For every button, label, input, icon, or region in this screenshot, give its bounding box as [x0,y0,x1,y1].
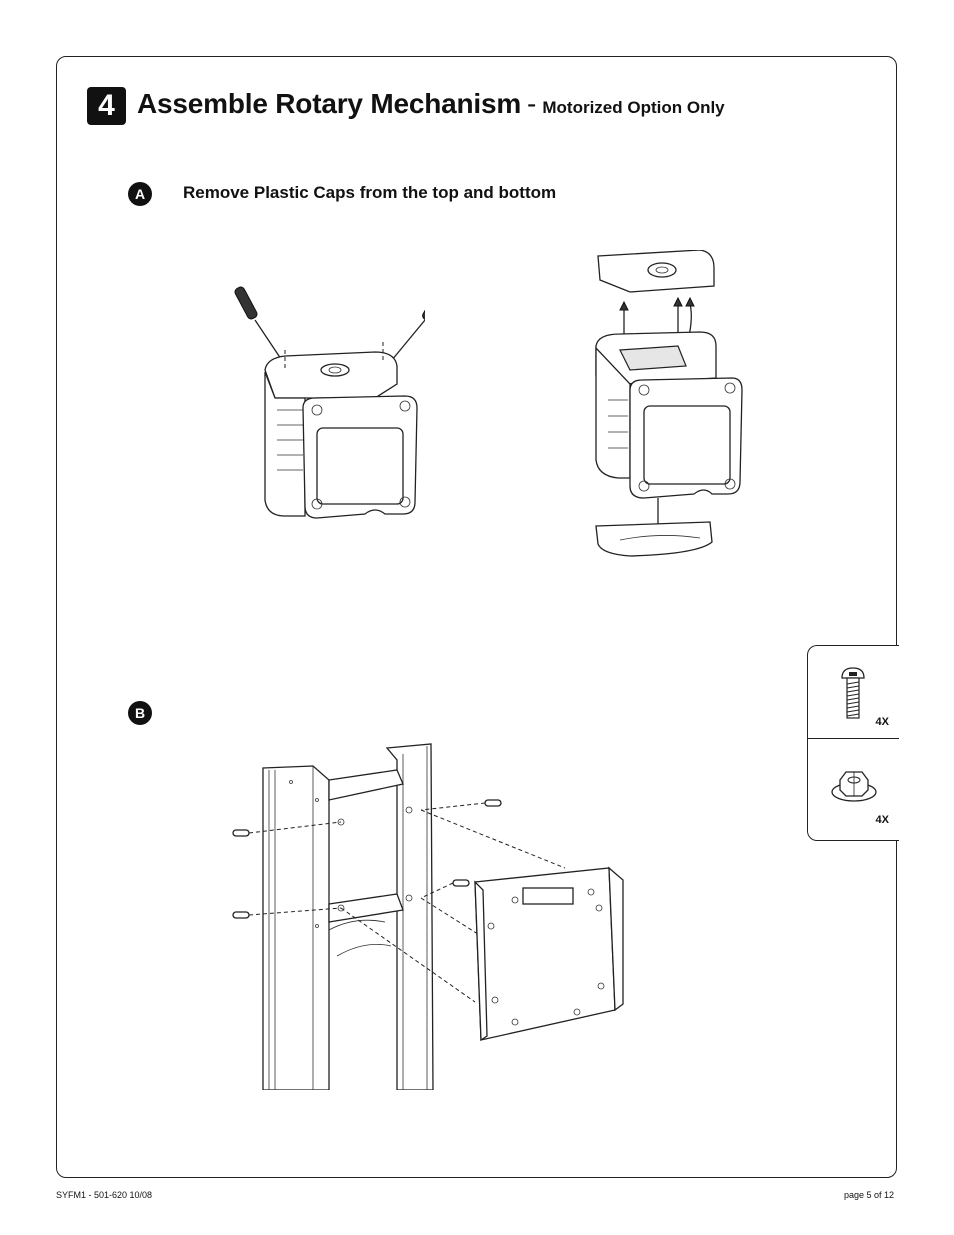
column-right [385,743,434,1090]
footer-doc-id: SYFM1 - 501-620 10/08 [56,1190,153,1200]
flange-nut-quantity: 4X [875,814,889,826]
bolt-screw-1 [232,821,342,837]
column-left [262,765,330,1090]
mounting-plate [474,866,624,1042]
bolt-icon [841,667,865,719]
housing-with-screwdrivers-illustration [234,286,425,519]
step-number-badge: 4 [87,87,126,125]
screwdriver-left-icon [234,286,288,369]
substep-a-badge: A [128,182,152,206]
step-subtitle: Motorized Option Only [542,98,725,117]
flange-nut-icon [831,771,877,802]
screwdriver-right-icon [386,288,425,367]
bolt-screw-4 [420,879,470,899]
hardware-divider [808,738,899,739]
bolt-screw-3 [232,907,342,919]
bolt-screw-2 [420,799,502,811]
page-frame [56,56,897,1178]
step-title: Assemble Rotary Mechanism [137,88,522,119]
hardware-panel: 4X 4X [807,645,899,841]
column-mounting-plate-illustration [232,743,624,1090]
housing-caps-removed-illustration [595,250,743,557]
title-separator: - [527,88,537,119]
footer-page-number: page 5 of 12 [843,1190,894,1200]
substep-a-instruction: Remove Plastic Caps from the top and bot… [183,183,557,202]
substep-b-badge: B [128,701,152,725]
page-title: Assemble Rotary Mechanism-Motorized Opti… [137,88,725,120]
bolt-quantity: 4X [875,716,889,728]
